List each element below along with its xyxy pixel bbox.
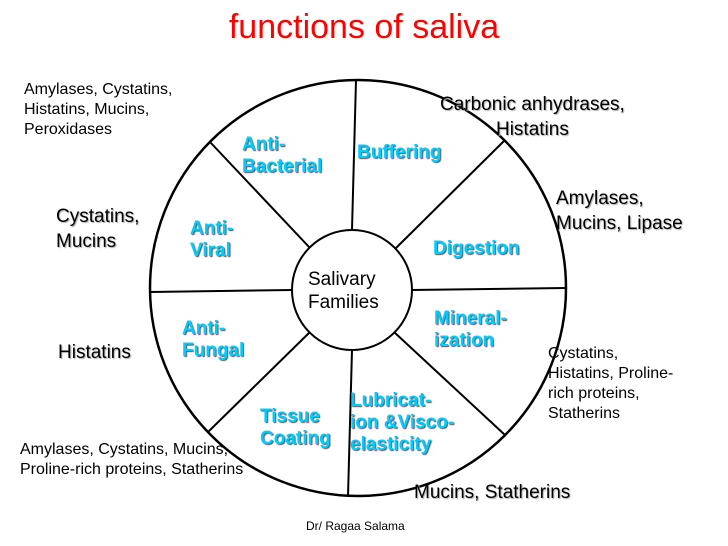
family-line: Cystatins, — [548, 345, 619, 362]
segment-line: ization — [434, 330, 495, 351]
segment-digestion: Digestion — [433, 238, 520, 260]
family-buffering: Carbonic anhydrases, Histatins — [440, 92, 625, 142]
family-line: Histatins — [495, 119, 569, 140]
family-line: Histatins, Proline- — [548, 365, 674, 382]
center-line-2: Families — [308, 292, 379, 313]
center-line-1: Salivary — [308, 269, 376, 290]
family-line: Mucins — [56, 231, 117, 252]
family-line: Peroxidases — [24, 121, 113, 138]
family-line: Amylases, Cystatins, Mucins, — [20, 441, 229, 458]
segment-line: Tissue — [260, 406, 320, 427]
family-mineralization: Cystatins, Histatins, Proline- rich prot… — [548, 344, 673, 424]
family-line: Cystatins, — [56, 206, 140, 227]
family-line: Amylases, — [556, 188, 644, 209]
segment-anti-fungal: Anti- Fungal — [182, 318, 244, 362]
segment-line: Digestion — [433, 238, 520, 259]
family-digestion: Amylases, Mucins, Lipase — [556, 186, 683, 236]
segment-line: Mineral- — [434, 308, 507, 329]
spoke-right — [411, 287, 567, 291]
segment-line: Anti- — [242, 134, 286, 155]
family-line: Proline-rich proteins, Statherins — [20, 461, 244, 478]
family-tissue-coating: Amylases, Cystatins, Mucins, Proline-ric… — [20, 440, 243, 480]
spoke-left — [149, 289, 293, 293]
spoke-top — [351, 79, 357, 231]
spoke-bottom-left — [207, 331, 311, 433]
segment-line: Buffering — [357, 142, 442, 163]
family-line: Histatins — [58, 342, 131, 363]
family-line: Mucins, Statherins — [414, 482, 571, 503]
credit-text: Dr/ Ragaa Salama — [306, 519, 405, 533]
segment-anti-viral: Anti- Viral — [190, 218, 233, 262]
segment-line: Anti- — [190, 218, 234, 239]
family-line: Amylases, Cystatins, — [24, 81, 173, 98]
center-label: Salivary Families — [308, 268, 379, 314]
spoke-top-left — [209, 141, 311, 249]
segment-line: ion &Visco- — [350, 412, 455, 433]
segment-mineralization: Mineral- ization — [434, 308, 507, 352]
family-line: Mucins, Lipase — [556, 213, 683, 234]
segment-line: elasticity — [350, 434, 432, 455]
segment-line: Bacterial — [242, 156, 323, 177]
family-line: Statherins — [548, 405, 621, 422]
spoke-top-right — [395, 139, 506, 249]
family-anti-viral: Cystatins, Mucins — [56, 204, 139, 254]
family-anti-fungal: Histatins — [58, 342, 131, 364]
spoke-bottom — [347, 349, 353, 497]
segment-anti-bacterial: Anti- Bacterial — [242, 134, 322, 178]
segment-tissue-coating: Tissue Coating — [260, 406, 331, 450]
segment-lubrication: Lubricat- ion &Visco- elasticity — [350, 390, 454, 456]
segment-line: Lubricat- — [350, 390, 432, 411]
family-line: Histatins, Mucins, — [24, 101, 150, 118]
family-lubrication: Mucins, Statherins — [414, 482, 570, 504]
segment-line: Fungal — [182, 340, 245, 361]
segment-line: Viral — [190, 240, 231, 261]
family-line: Carbonic anhydrases, — [440, 94, 625, 115]
page-title: functions of saliva — [228, 8, 500, 46]
segment-line: Coating — [260, 428, 331, 449]
spoke-bottom-right — [393, 331, 506, 436]
family-line: rich proteins, — [548, 385, 640, 402]
family-anti-bacterial: Amylases, Cystatins, Histatins, Mucins, … — [24, 80, 172, 140]
segment-line: Anti- — [182, 318, 226, 339]
segment-buffering: Buffering — [357, 142, 441, 164]
